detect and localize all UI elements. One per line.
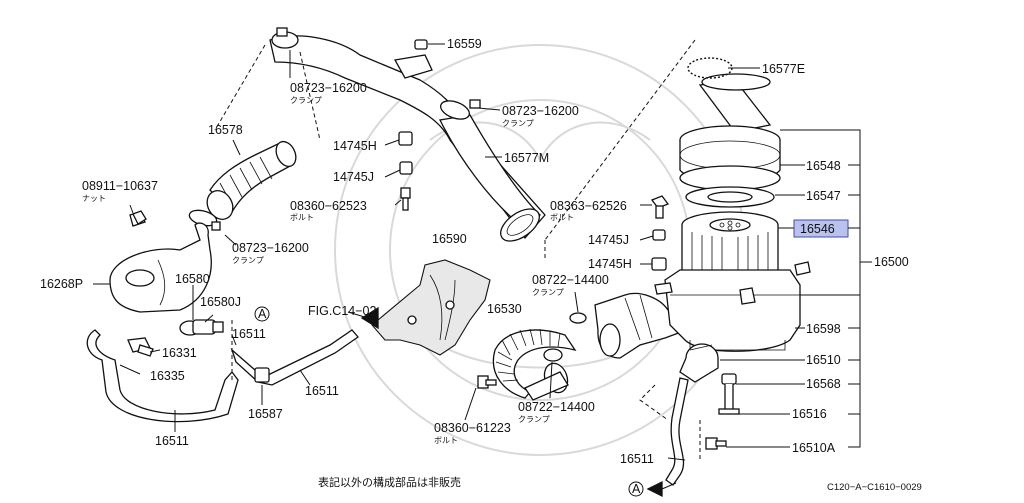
bolt-16510a-icon bbox=[705, 437, 727, 450]
label-16577e[interactable]: 16577E bbox=[762, 62, 805, 76]
label-16577m[interactable]: 16577M bbox=[504, 151, 549, 165]
callout-a2-circle bbox=[628, 481, 644, 497]
label-14745h-b[interactable]: 14745H bbox=[588, 257, 632, 271]
clamp-mid-icon bbox=[439, 99, 481, 120]
grommet-14745j-right-icon bbox=[652, 229, 666, 241]
guide-line bbox=[639, 384, 669, 421]
label-fig-c14-02[interactable]: FIG.C14−02 bbox=[308, 304, 376, 318]
label-14745j-a[interactable]: 14745J bbox=[333, 170, 374, 184]
label-08360-a-sub: ボルト bbox=[290, 213, 314, 222]
valve-16580 bbox=[179, 319, 224, 336]
nut-08911-icon bbox=[132, 210, 147, 225]
corrugated-hose-16530 bbox=[492, 328, 577, 401]
label-16516[interactable]: 16516 bbox=[792, 407, 827, 421]
gasket-16547 bbox=[685, 186, 775, 208]
label-08911[interactable]: 08911−10637 bbox=[82, 179, 158, 193]
footnote: 表記以外の構成部品は非販売 bbox=[318, 475, 461, 489]
label-08723-top[interactable]: 08723−16200 bbox=[290, 81, 367, 95]
diagram-code: C120−A−C1610−0029 bbox=[827, 482, 922, 493]
label-16268p[interactable]: 16268P bbox=[40, 277, 83, 291]
label-16511-d[interactable]: 16511 bbox=[620, 452, 654, 466]
grommet-14745h-icon bbox=[398, 131, 413, 146]
air-cleaner-cover bbox=[679, 73, 781, 191]
label-16559[interactable]: 16559 bbox=[447, 37, 482, 51]
grommet-14745h-right-icon bbox=[651, 257, 667, 271]
label-08360-a[interactable]: 08360−62523 bbox=[290, 199, 367, 213]
label-08723-mid[interactable]: 08723−16200 bbox=[502, 104, 579, 118]
label-08363-sub: ボルト bbox=[550, 213, 574, 222]
clamp-low-icon bbox=[188, 209, 221, 231]
part-labels: 16559 08723−16200 クランプ 08723−16200 クランプ … bbox=[40, 37, 922, 497]
label-16546[interactable]: 16546 bbox=[800, 222, 835, 236]
lower-cleaner-16510 bbox=[679, 343, 719, 383]
label-16568[interactable]: 16568 bbox=[806, 377, 841, 391]
label-16590[interactable]: 16590 bbox=[432, 232, 467, 246]
clamp-top-icon bbox=[271, 27, 299, 49]
label-16587[interactable]: 16587 bbox=[248, 407, 283, 421]
label-16500[interactable]: 16500 bbox=[874, 255, 909, 269]
label-16511-b[interactable]: 16511 bbox=[305, 384, 339, 398]
label-14745h-a[interactable]: 14745H bbox=[333, 139, 377, 153]
guide-line bbox=[299, 51, 321, 141]
hose-16511-left bbox=[86, 329, 239, 423]
leader-lines bbox=[93, 43, 872, 498]
label-08723-low-sub: クランプ bbox=[232, 256, 264, 265]
label-08363[interactable]: 08363−62526 bbox=[550, 199, 627, 213]
label-16598[interactable]: 16598 bbox=[806, 322, 841, 336]
bolt-08360-icon bbox=[400, 187, 411, 211]
label-16335[interactable]: 16335 bbox=[150, 369, 185, 383]
bolt-16530-icon bbox=[477, 375, 497, 389]
label-08722-a-sub: クランプ bbox=[532, 288, 564, 297]
callout-a[interactable]: A bbox=[258, 307, 267, 321]
label-16331[interactable]: 16331 bbox=[162, 346, 197, 360]
label-16510[interactable]: 16510 bbox=[806, 353, 841, 367]
label-08722-b-sub: クランプ bbox=[518, 415, 550, 424]
label-16510a[interactable]: 16510A bbox=[792, 441, 836, 455]
resonator-16268p bbox=[109, 211, 212, 313]
label-16580j[interactable]: 16580J bbox=[200, 295, 241, 309]
label-08723-mid-sub: クランプ bbox=[502, 119, 534, 128]
label-16530[interactable]: 16530 bbox=[487, 302, 522, 316]
label-16548[interactable]: 16548 bbox=[806, 159, 841, 173]
callout-a-circle bbox=[254, 306, 270, 322]
label-08360-b-sub: ボルト bbox=[434, 436, 458, 445]
label-16511-a[interactable]: 16511 bbox=[232, 327, 266, 341]
bolt-08363-icon bbox=[650, 195, 670, 219]
intake-duct-16577m bbox=[269, 35, 546, 242]
label-08723-low[interactable]: 08723−16200 bbox=[232, 241, 309, 255]
bracket-16590 bbox=[371, 259, 491, 356]
hose-16511-mid bbox=[230, 329, 359, 386]
label-16511-c[interactable]: 16511 bbox=[155, 434, 189, 448]
cleaner-housing bbox=[654, 261, 811, 352]
label-08723-top-sub: クランプ bbox=[290, 96, 322, 105]
callout-a2[interactable]: A bbox=[632, 482, 641, 496]
label-08360-b[interactable]: 08360−61223 bbox=[434, 421, 511, 435]
valve-16568 bbox=[718, 373, 740, 415]
guide-line bbox=[214, 44, 266, 131]
label-14745j-b[interactable]: 14745J bbox=[588, 233, 629, 247]
clamp-08722-lower-icon bbox=[543, 348, 563, 362]
grommet-14745j-icon bbox=[399, 161, 413, 175]
label-08722-a[interactable]: 08722−14400 bbox=[532, 273, 609, 287]
label-16578[interactable]: 16578 bbox=[208, 123, 243, 137]
label-08911-sub: ナット bbox=[82, 194, 106, 203]
hose-16511-bottom bbox=[665, 377, 689, 486]
clamp-08722-upper-icon bbox=[569, 312, 587, 324]
label-16547[interactable]: 16547 bbox=[806, 189, 841, 203]
intake-hose-16578 bbox=[206, 140, 297, 220]
label-16580[interactable]: 16580 bbox=[175, 272, 210, 286]
label-08722-b[interactable]: 08722−14400 bbox=[518, 400, 595, 414]
